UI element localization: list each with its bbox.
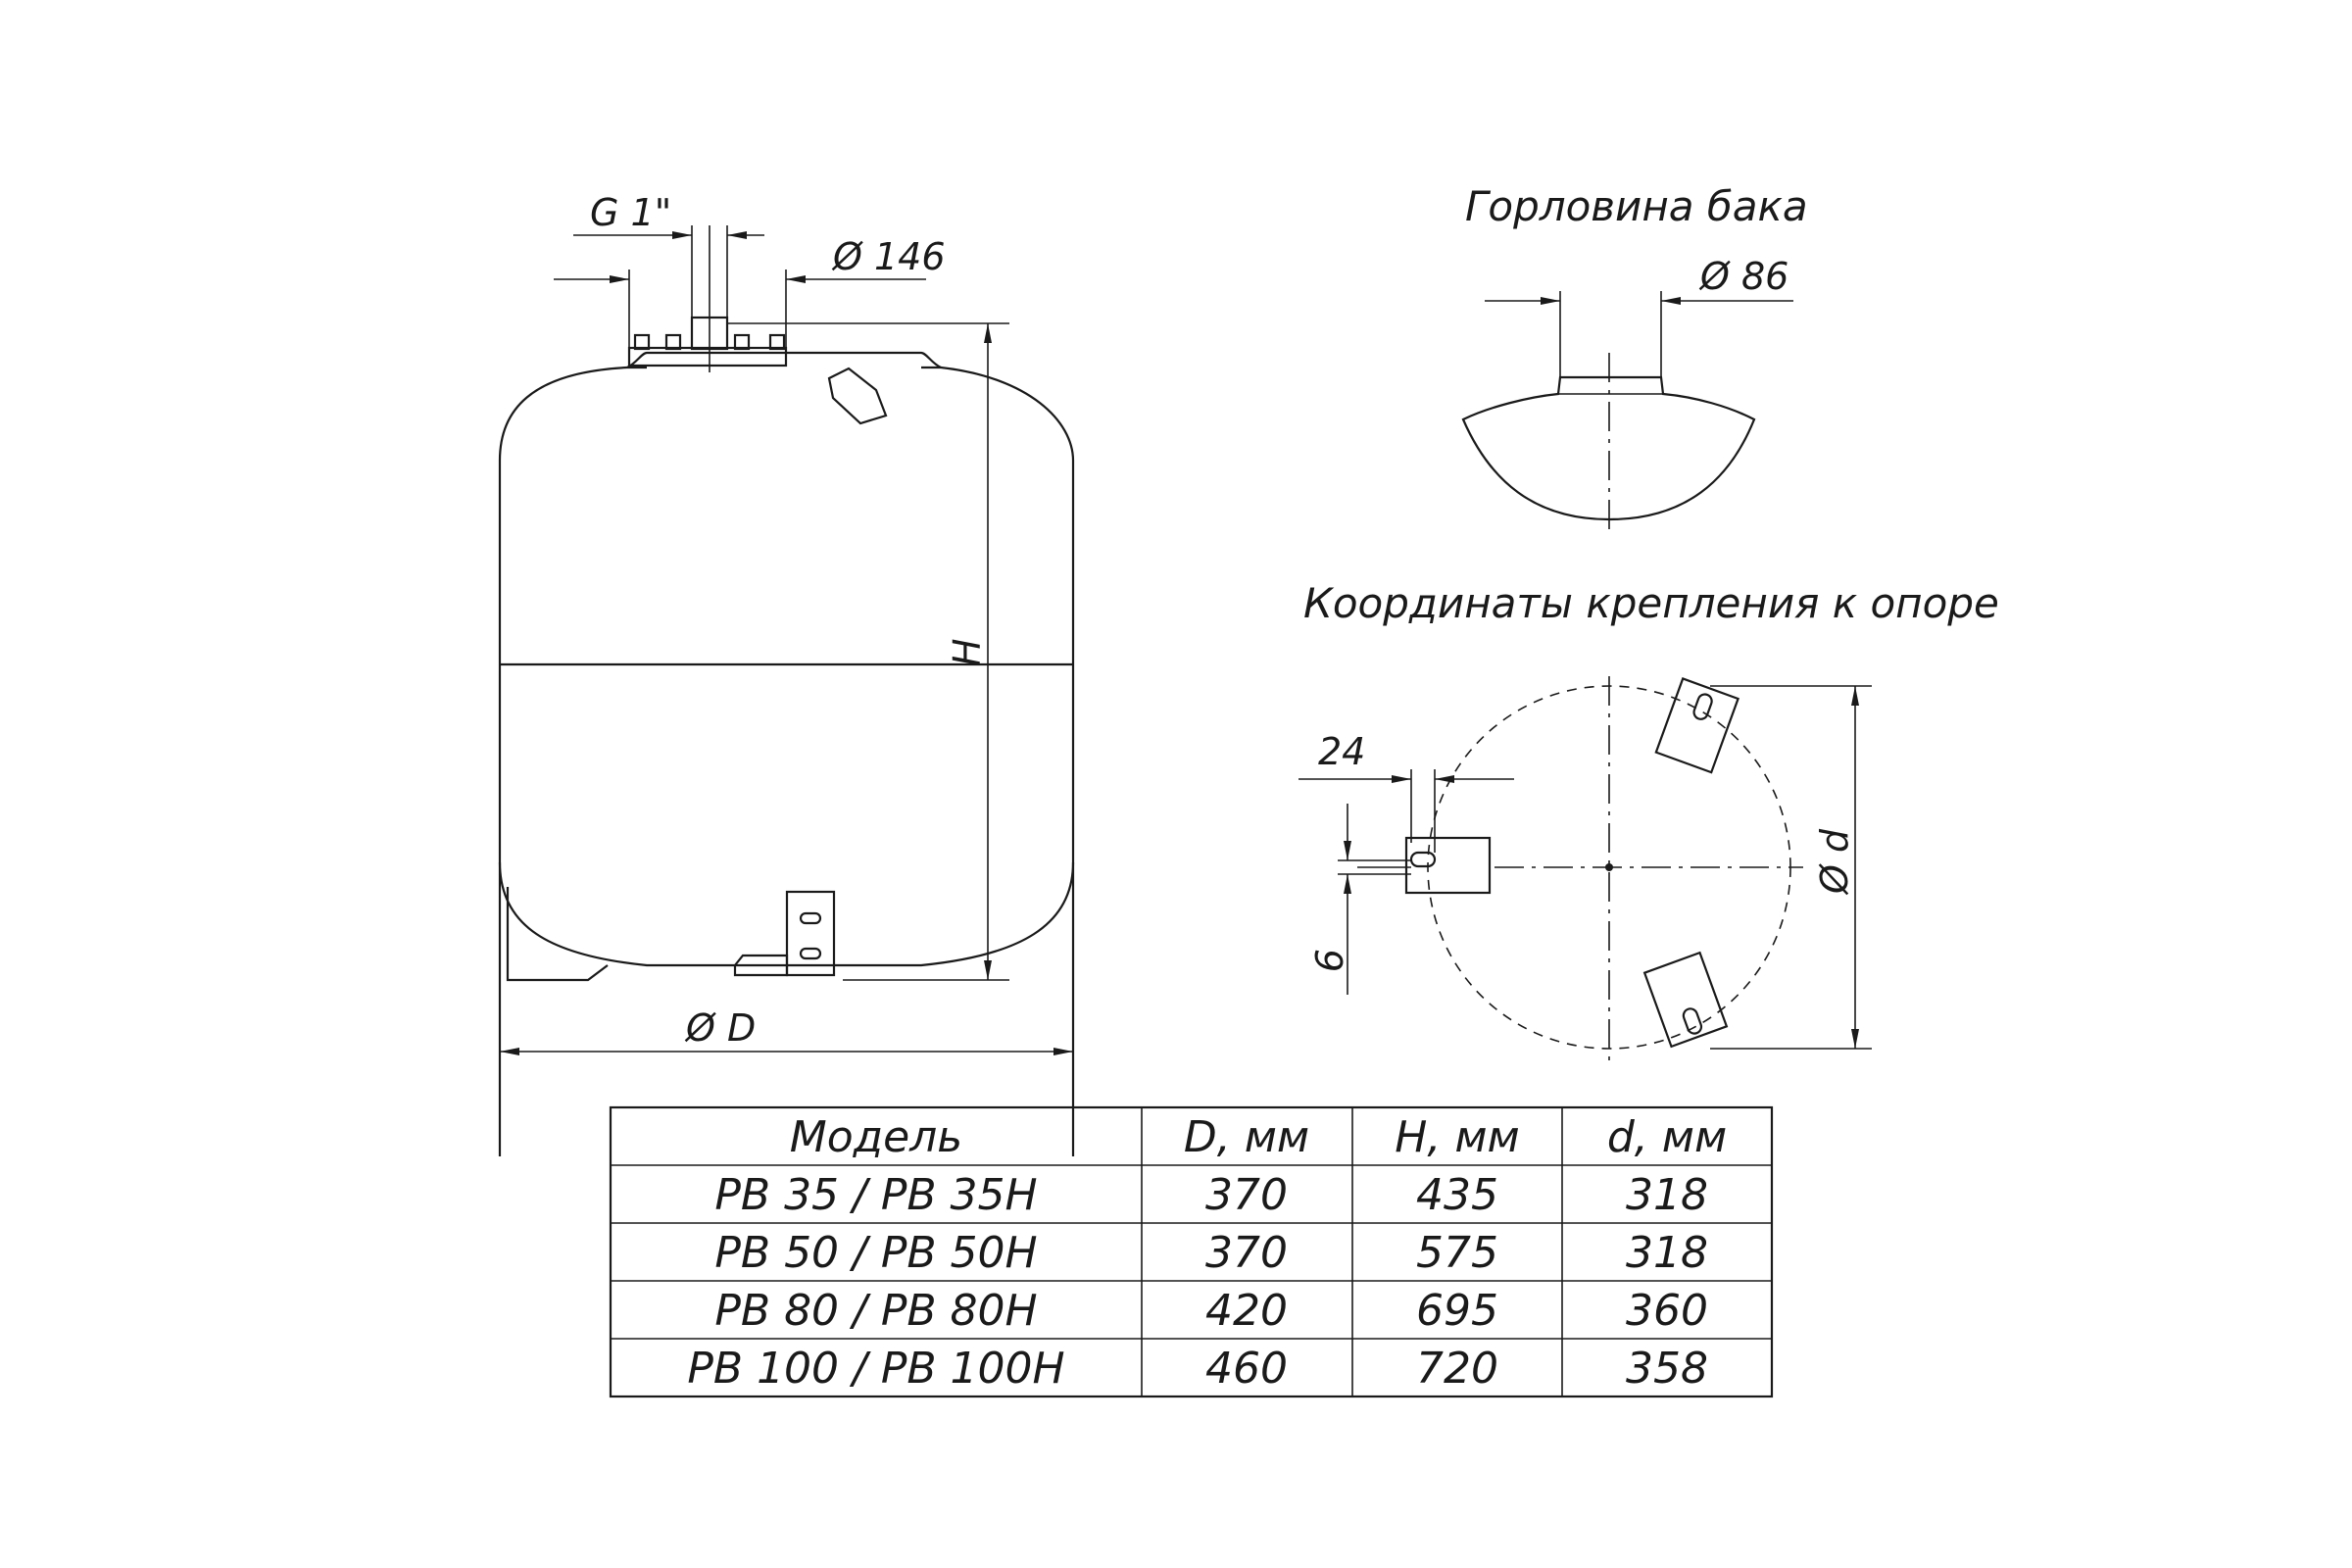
header-model: Модель [790, 1112, 962, 1162]
cell-d: 360 [1626, 1286, 1708, 1336]
left-bracket [1357, 836, 1492, 895]
tank-side-view: G 1" Ø 146 H Ø D [498, 191, 1075, 1156]
dim-height-H: H [727, 322, 1009, 981]
dim-9-label: 9 [1306, 949, 1349, 972]
right-foot-bracket [733, 890, 836, 977]
cell-model: PB 50 / PB 50H [714, 1228, 1037, 1278]
air-valve [827, 367, 888, 425]
mount-title: Координаты крепления к опоре [1303, 579, 1999, 627]
header-D: D, мм [1184, 1112, 1309, 1162]
dim-24-label: 24 [1318, 730, 1365, 773]
dia-146-label: Ø 146 [831, 235, 946, 278]
cell-H: 575 [1416, 1228, 1498, 1278]
cell-H: 435 [1416, 1170, 1498, 1220]
tank-bottom-dome [498, 861, 1075, 967]
cell-d: 318 [1626, 1228, 1708, 1278]
top-right-bracket [1654, 677, 1740, 774]
cell-model: PB 35 / PB 35H [714, 1170, 1037, 1220]
dim-dia-146: Ø 146 [554, 235, 946, 348]
dia-86-label: Ø 86 [1698, 255, 1788, 298]
bottom-right-bracket [1642, 951, 1729, 1049]
neck-title: Горловина бака [1465, 182, 1808, 230]
neck-outline [1461, 375, 1756, 521]
dim-24: 24 [1298, 730, 1514, 853]
cell-d: 318 [1626, 1170, 1708, 1220]
dia-D-label: Ø D [684, 1006, 756, 1050]
header-H: H, мм [1395, 1112, 1519, 1162]
cell-D: 370 [1205, 1170, 1288, 1220]
flange-bolts [633, 333, 786, 351]
dimensions-table: Модель D, мм H, мм d, мм PB 35 / PB 35H … [609, 1105, 1774, 1398]
cell-D: 420 [1205, 1286, 1288, 1336]
table-header-row: Модель D, мм H, мм d, мм [790, 1112, 1727, 1162]
height-H-label: H [946, 638, 989, 666]
tank-body-outline [498, 366, 1075, 1156]
cell-model: PB 100 / PB 100H [687, 1344, 1064, 1394]
table-row: PB 100 / PB 100H 460 720 358 [687, 1344, 1708, 1394]
cell-D: 370 [1205, 1228, 1288, 1278]
neck-detail: Горловина бака Ø 86 [1461, 182, 1808, 529]
dia-d-label: Ø d [1813, 828, 1856, 896]
table-row: PB 80 / PB 80H 420 695 360 [714, 1286, 1708, 1336]
table-row: PB 35 / PB 35H 370 435 318 [714, 1170, 1708, 1220]
table-row: PB 50 / PB 50H 370 575 318 [714, 1228, 1708, 1278]
dim-dia-d: Ø d [1710, 685, 1872, 1050]
dim-dia-D: Ø D [499, 985, 1074, 1068]
dim-g1: G 1" [573, 191, 764, 318]
cell-model: PB 80 / PB 80H [714, 1286, 1037, 1336]
dim-9: 9 [1306, 804, 1411, 995]
tank-top-dome [626, 351, 942, 368]
cell-H: 695 [1416, 1286, 1498, 1336]
cell-H: 720 [1416, 1344, 1498, 1394]
mount-coordinates: Координаты крепления к опоре [1298, 579, 1999, 1063]
g1-label: G 1" [590, 191, 671, 234]
left-foot [506, 887, 609, 982]
header-d: d, мм [1607, 1112, 1727, 1162]
cell-d: 358 [1626, 1344, 1708, 1394]
cell-D: 460 [1205, 1344, 1288, 1394]
top-flange [627, 346, 788, 368]
